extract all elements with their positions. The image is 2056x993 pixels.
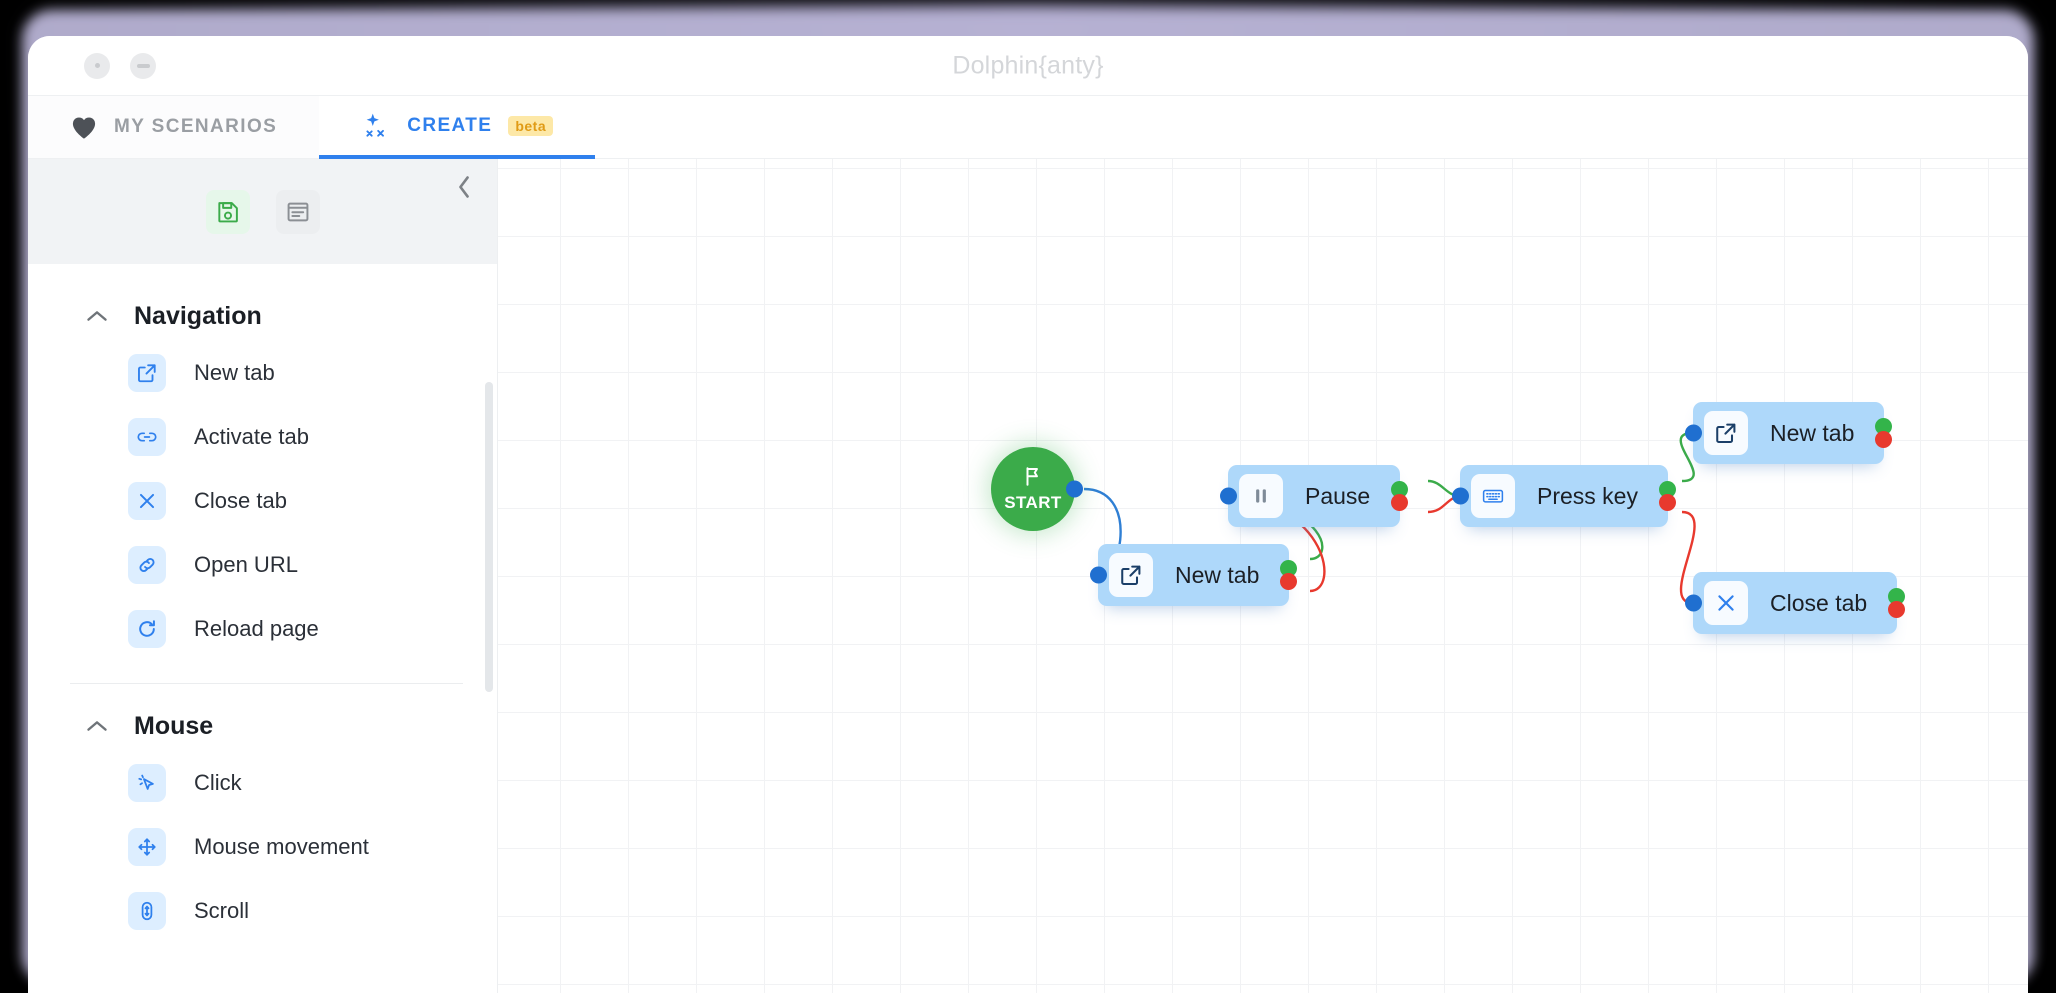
port-new-tab-2-success[interactable] — [1875, 418, 1893, 435]
sidebar-item-click-label: Click — [194, 770, 242, 795]
node-close-tab[interactable]: Close tab — [1685, 572, 1906, 634]
port-press-key-error[interactable] — [1658, 494, 1676, 511]
port-press-key-input[interactable] — [1452, 487, 1469, 505]
port-press-key-success[interactable] — [1658, 481, 1676, 498]
node-pause[interactable]: Pause — [1220, 465, 1409, 527]
sidebar-item-new-tab-label: New tab — [194, 360, 275, 385]
external-link-icon — [1109, 553, 1153, 597]
tab-create[interactable]: CREATE beta — [319, 96, 596, 159]
chain-link-icon — [128, 546, 166, 584]
sidebar-item-scroll[interactable]: Scroll — [28, 879, 497, 943]
node-new-tab-1-label: New tab — [1175, 561, 1260, 588]
port-pause-input[interactable] — [1220, 487, 1237, 505]
sidebar-group-mouse-label: Mouse — [134, 712, 214, 740]
port-close-tab-input[interactable] — [1685, 594, 1702, 612]
sidebar-item-click[interactable]: Click — [28, 751, 497, 815]
tab-my-scenarios[interactable]: MY SCENARIOS — [28, 96, 320, 159]
port-new-tab-1-error[interactable] — [1280, 573, 1298, 590]
port-new-tab-2-error[interactable] — [1875, 431, 1893, 448]
tab-create-label: CREATE — [407, 114, 493, 136]
actions-sidebar: Navigation New tab — [28, 159, 498, 993]
node-start-label: START — [1004, 493, 1062, 512]
scroll-icon — [128, 892, 166, 930]
dot-glyph — [94, 63, 100, 68]
sidebar-item-reload-page-label: Reload page — [194, 616, 319, 641]
sidebar-group-mouse[interactable]: Mouse — [28, 684, 497, 751]
sidebar-item-activate-tab-label: Activate tab — [194, 424, 309, 449]
scenario-notes-button[interactable] — [275, 189, 320, 234]
tab-my-scenarios-label: MY SCENARIOS — [114, 116, 278, 137]
heart-icon — [70, 114, 98, 140]
sidebar-item-reload-page[interactable]: Reload page — [28, 597, 497, 661]
node-press-key[interactable]: Press key — [1452, 465, 1676, 527]
app-window: Dolphin{anty} MY SCENARIOS CREATE beta — [28, 36, 2028, 993]
node-new-tab-2[interactable]: New tab — [1685, 402, 1893, 464]
sidebar-group-navigation-label: Navigation — [134, 302, 262, 330]
port-pause-success[interactable] — [1391, 481, 1409, 498]
node-new-tab-1-card[interactable]: New tab — [1098, 544, 1290, 606]
sidebar-group-navigation[interactable]: Navigation — [28, 274, 497, 341]
move-arrows-icon — [128, 828, 166, 866]
node-close-tab-label: Close tab — [1770, 589, 1868, 616]
node-pause-card[interactable]: Pause — [1228, 465, 1401, 527]
sidebar-item-scroll-label: Scroll — [194, 898, 250, 923]
window-controls — [84, 52, 156, 79]
external-link-icon — [1704, 411, 1748, 455]
node-new-tab-1[interactable]: New tab — [1090, 544, 1298, 606]
pause-icon — [1239, 474, 1283, 518]
node-new-tab-2-label: New tab — [1770, 419, 1855, 446]
sidebar-toolbar — [28, 159, 497, 264]
chevron-up-icon — [86, 306, 108, 327]
keyboard-icon — [1471, 474, 1515, 518]
sidebar-item-new-tab[interactable]: New tab — [28, 341, 497, 405]
link-broken-icon — [128, 418, 166, 456]
port-pause-error[interactable] — [1391, 494, 1409, 511]
node-pause-label: Pause — [1305, 482, 1371, 509]
node-new-tab-2-card[interactable]: New tab — [1693, 402, 1885, 464]
collapse-sidebar-button[interactable] — [449, 172, 479, 202]
port-new-tab-1-input[interactable] — [1090, 566, 1107, 584]
close-x-icon — [128, 482, 166, 520]
external-link-icon — [128, 354, 166, 392]
minus-glyph — [136, 63, 150, 68]
scenario-canvas[interactable]: START New tab — [498, 159, 2028, 993]
tab-bar-filler — [595, 96, 2028, 159]
close-x-icon — [1704, 581, 1748, 625]
port-close-tab-error[interactable] — [1888, 601, 1906, 618]
sidebar-item-close-tab-label: Close tab — [194, 488, 287, 513]
node-close-tab-card[interactable]: Close tab — [1693, 572, 1898, 634]
cursor-click-icon — [128, 764, 166, 802]
node-start[interactable]: START — [991, 447, 1083, 531]
port-start-output[interactable] — [1066, 480, 1083, 498]
sidebar-item-close-tab[interactable]: Close tab — [28, 469, 497, 533]
chevron-up-icon — [86, 716, 108, 737]
sidebar-item-mouse-movement-label: Mouse movement — [194, 834, 369, 859]
sidebar-item-mouse-movement[interactable]: Mouse movement — [28, 815, 497, 879]
node-press-key-card[interactable]: Press key — [1460, 465, 1668, 527]
tab-bar: MY SCENARIOS CREATE beta — [28, 96, 2028, 159]
beta-badge: beta — [508, 115, 554, 136]
window-menu-button[interactable] — [84, 52, 110, 79]
sidebar-scrollbar-thumb[interactable] — [485, 382, 493, 692]
window-minimize-button[interactable] — [130, 52, 156, 79]
sparkle-cursor-icon — [361, 112, 391, 140]
window-title: Dolphin{anty} — [952, 51, 1104, 79]
reload-icon — [128, 610, 166, 648]
title-bar: Dolphin{anty} — [28, 36, 2028, 96]
sidebar-item-open-url[interactable]: Open URL — [28, 533, 497, 597]
sidebar-item-activate-tab[interactable]: Activate tab — [28, 405, 497, 469]
port-close-tab-success[interactable] — [1888, 588, 1906, 605]
sidebar-divider — [70, 683, 463, 684]
sidebar-scroll-area[interactable]: Navigation New tab — [28, 264, 497, 993]
app-body: Navigation New tab — [28, 159, 2028, 993]
save-scenario-button[interactable] — [205, 189, 250, 234]
node-press-key-label: Press key — [1537, 482, 1638, 509]
port-new-tab-2-input[interactable] — [1685, 424, 1702, 442]
sidebar-item-open-url-label: Open URL — [194, 552, 298, 577]
flag-icon — [1022, 465, 1044, 492]
